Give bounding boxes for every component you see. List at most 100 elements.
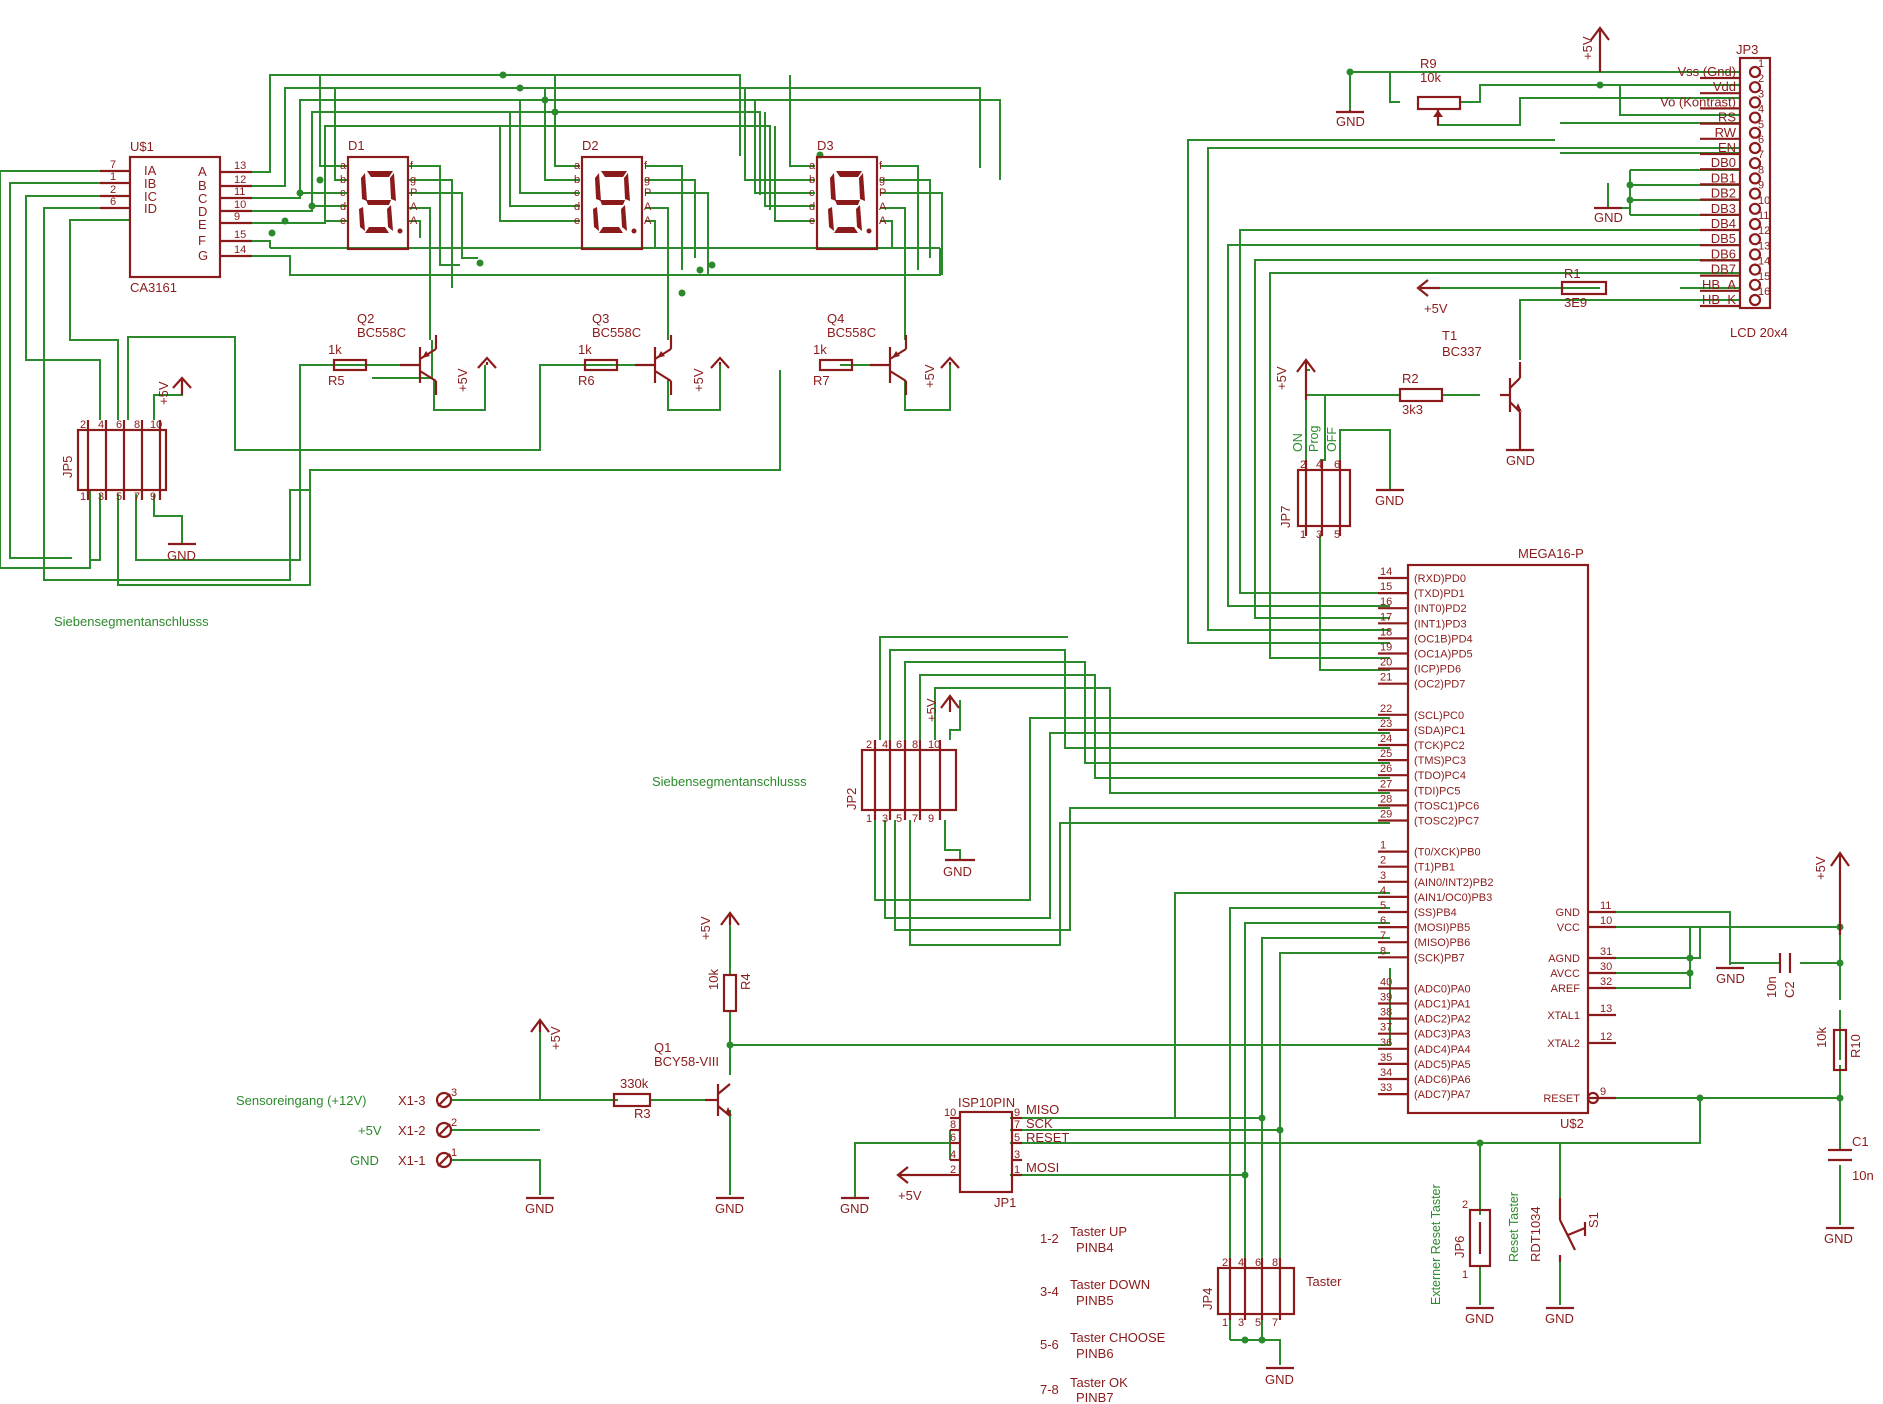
mega-pin-name-5: (SS)PB4: [1414, 907, 1457, 919]
d2-pin-a2: A: [644, 215, 652, 227]
mega-pin-name-21: (OC2)PD7: [1414, 679, 1465, 691]
c2-value: 10n: [1764, 976, 1779, 998]
q3-value: BC558C: [592, 325, 641, 340]
isp-pin-9: 9: [1014, 1107, 1020, 1119]
lcd-pin-name-10: DB3: [1711, 201, 1736, 216]
jp5-pin-10: 10: [150, 419, 162, 431]
u1-out-c: C: [198, 191, 207, 206]
siebensegment-label-b: Siebensegmentanschlusss: [652, 774, 807, 789]
u1-pin-14: 14: [234, 244, 246, 256]
mega-pin-name-18: (OC1B)PD4: [1414, 633, 1473, 645]
isp-pin-4: 4: [950, 1149, 956, 1161]
mega-pin-name-36: (ADC4)PA4: [1414, 1044, 1471, 1056]
u1-label-ib: IB: [144, 176, 156, 191]
mega-pin-num-15: 15: [1380, 581, 1392, 593]
transistor-q3: Q3 BC558C: [592, 311, 673, 395]
lcd-pin-num-8: 8: [1758, 164, 1764, 176]
d2-pin-f: f: [644, 160, 648, 172]
mega-right-pins: 11GND10VCC31AGND30AVCC32AREF13XTAL112XTA…: [1543, 900, 1616, 1105]
jp2-pin-8: 8: [912, 739, 918, 751]
u1-out-f: F: [198, 233, 206, 248]
jp7-vcc-label: +5V: [1274, 366, 1289, 390]
mega-pin-name-17: (INT1)PD3: [1414, 618, 1467, 630]
mega-pin-name-vcc: VCC: [1557, 922, 1580, 934]
u1-pin-11: 11: [234, 186, 245, 198]
d3-pin-d: d: [809, 201, 815, 213]
wire-net: [0, 30, 1841, 1365]
jp7-pin-1: 1: [1300, 529, 1306, 541]
jp7-on-label: ON: [1291, 433, 1305, 452]
s1-gnd-label: GND: [1545, 1311, 1574, 1326]
mega-pin-num-12: 12: [1600, 1031, 1612, 1043]
mega-pin-num-9: 9: [1600, 1086, 1606, 1098]
note-2-a: Taster DOWN: [1070, 1277, 1150, 1292]
q2-value: BC558C: [357, 325, 406, 340]
u1-designator: U$1: [130, 139, 154, 154]
d1-pin-f: f: [410, 160, 414, 172]
d1-pin-g: g: [410, 174, 416, 186]
q1-vcc-label: +5V: [698, 916, 713, 940]
note-1-b: PINB4: [1076, 1240, 1114, 1255]
mega-pin-name-15: (TXD)PD1: [1414, 588, 1465, 600]
d3-pin-a2: A: [879, 215, 887, 227]
u1-pin-13: 13: [234, 160, 246, 172]
jp5-pin-1: 1: [80, 491, 86, 503]
d3-pin-g: g: [879, 174, 885, 186]
header-jp5: 2 4 6 8 10 1 3 5 7 9 JP5 +5V GND: [60, 376, 196, 563]
mega-pin-num-34: 34: [1380, 1067, 1392, 1079]
taster-notes: 1-2 Taster UP PINB4 3-4 Taster DOWN PINB…: [1040, 1224, 1166, 1404]
r9-designator: R9: [1420, 56, 1437, 71]
display-d3-name: D3: [817, 138, 834, 153]
mega-pin-num-31: 31: [1600, 946, 1612, 958]
u1-out-pins: A B C D E F G 13 12 11 10 9 15 14: [198, 160, 252, 263]
mega-pin-name-37: (ADC3)PA3: [1414, 1029, 1471, 1041]
x1-2-label: +5V: [358, 1123, 382, 1138]
mega-pin-name-3: (AIN0/INT2)PB2: [1414, 877, 1493, 889]
r10-value: 10k: [1814, 1027, 1829, 1048]
isp-pin-2: 2: [950, 1164, 956, 1176]
u1-pin-15: 15: [234, 229, 246, 241]
lcd-pin-name-16: HB_K: [1702, 292, 1736, 307]
mega-pin-name-1: (T0/XCK)PB0: [1414, 847, 1481, 859]
jp5-pin-2: 2: [80, 419, 86, 431]
isp-pin-7: 7: [1014, 1119, 1020, 1131]
q2-designator: Q2: [357, 311, 374, 326]
note-3-a: Taster CHOOSE: [1070, 1330, 1166, 1345]
jp2-pin-10: 10: [928, 739, 940, 751]
x1-1-name: X1-1: [398, 1153, 425, 1168]
jp5-vcc-label: +5V: [156, 381, 171, 405]
q1-designator: Q1: [654, 1040, 671, 1055]
s1-value: RDT1034: [1528, 1206, 1543, 1262]
transistor-t1: T1 BC337 R2 3k3 GND: [1398, 328, 1535, 468]
r5-designator: R5: [328, 373, 345, 388]
jp7-pin-2: 2: [1300, 459, 1306, 471]
note-2-key: 3-4: [1040, 1284, 1059, 1299]
jp5-pins: [86, 420, 162, 500]
s1-designator: S1: [1586, 1212, 1601, 1228]
mega-pin-num-29: 29: [1380, 809, 1392, 821]
t1-gnd-label: GND: [1506, 453, 1535, 468]
mega-pin-name-22: (SCL)PC0: [1414, 710, 1464, 722]
mega-pin-name-38: (ADC2)PA2: [1414, 1014, 1471, 1026]
isp-net-mosi: MOSI: [1026, 1160, 1059, 1175]
d3-pin-c: c: [809, 187, 815, 199]
resistor-r7: 1k R7: [813, 342, 854, 388]
pnp-transistors: Q2 BC558C Q3 BC558C Q4 BC558C: [328, 311, 960, 395]
jp5-pin-5: 5: [116, 491, 122, 503]
mega-pin-name-23: (SDA)PC1: [1414, 725, 1465, 737]
mega-pin-num-24: 24: [1380, 733, 1392, 745]
u1-pin-6: 6: [110, 196, 116, 208]
mega-pin-name-6: (MOSI)PB5: [1414, 922, 1470, 934]
mega-pin-num-4: 4: [1380, 885, 1386, 897]
jp7-prog-label: Prog: [1307, 426, 1321, 452]
lcd-pin-num-10: 10: [1758, 195, 1770, 207]
mega-pin-name-16: (INT0)PD2: [1414, 603, 1467, 615]
r1-vcc-label: +5V: [1424, 301, 1448, 316]
mega-pin-num-32: 32: [1600, 976, 1612, 988]
d3-pin-b: b: [809, 174, 815, 186]
lcd-pin-num-6: 6: [1758, 134, 1764, 146]
mega-pin-name-reset: RESET: [1543, 1093, 1580, 1105]
mega-pin-name-25: (TMS)PC3: [1414, 755, 1466, 767]
x1-gnd-label: GND: [525, 1201, 554, 1216]
